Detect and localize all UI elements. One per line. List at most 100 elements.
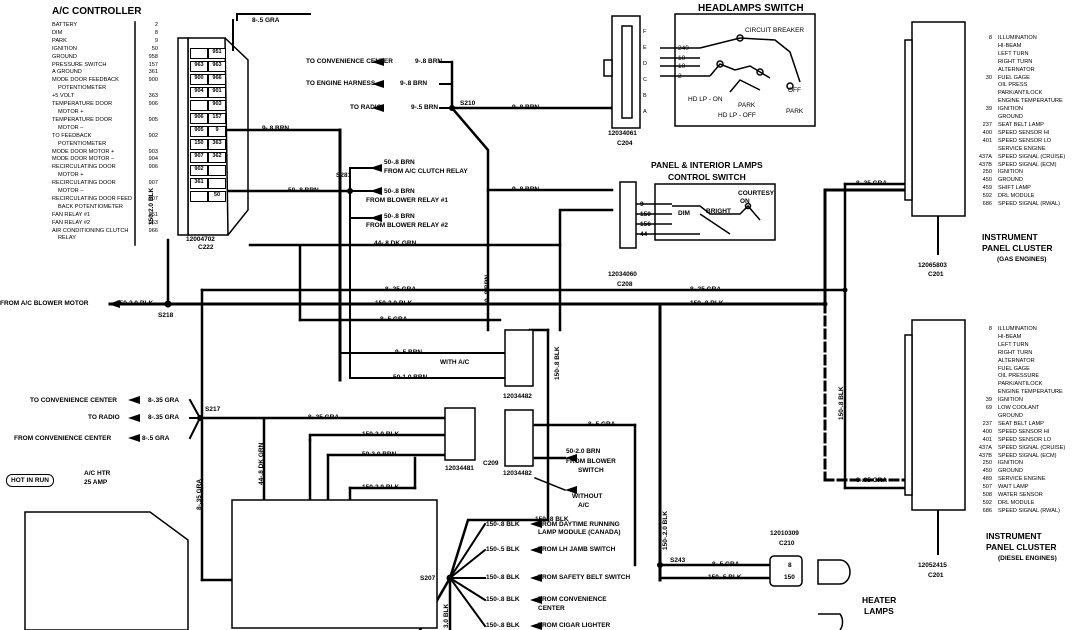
- ac-label: BACK POTENTIOMETER: [58, 203, 123, 210]
- ac-pin: 363: [148, 93, 158, 100]
- ac-pin: [140, 172, 158, 180]
- cluster-gas-num: 459: [982, 185, 992, 192]
- cluster-gas-num: 8: [988, 35, 992, 41]
- wire-label: 50-2.0 BRN: [566, 448, 601, 455]
- ac-label: AIR CONDITIONING CLUTCH: [52, 227, 129, 234]
- cluster-gas-num: 437A: [978, 153, 992, 160]
- headlamp-pos-label: PARK: [786, 108, 804, 115]
- c222-pin: 363: [208, 139, 226, 150]
- cluster-gas-num: 250: [982, 169, 992, 176]
- ac-label: POTENTIOMETER: [58, 85, 107, 92]
- wire-label: FROM SAFETY BELT SWITCH: [538, 574, 631, 581]
- ac-label: MOTOR +: [58, 108, 84, 115]
- wire-label: 150-2.0 BLK: [148, 187, 155, 225]
- panel-lamps-title2: CONTROL SWITCH: [668, 172, 746, 182]
- cluster-diesel-num: 400: [982, 428, 992, 435]
- ac-pin: 958: [148, 53, 158, 60]
- courtesy-label: COURTESY: [738, 190, 775, 197]
- cluster-diesel-num: 489: [982, 476, 992, 483]
- cluster-diesel-label: GROUND: [998, 412, 1023, 419]
- wire-label: WITHOUT: [572, 493, 603, 500]
- ac-label: IGNITION: [52, 45, 77, 52]
- cluster-diesel-num: 592: [982, 499, 992, 506]
- wire-label: FROM CONVENIENCE CENTER: [14, 435, 112, 442]
- hot-in-run-label: HOT IN RUN: [6, 474, 54, 487]
- connector-part: 12034482: [503, 470, 532, 477]
- cluster-gas-title: INSTRUMENT: [982, 232, 1038, 242]
- c204-letter: D: [643, 61, 648, 67]
- ac-pin: 906: [148, 164, 158, 171]
- wire-label: 50-2.0 BRN: [362, 451, 397, 458]
- wire-label: 9-.8 BRN: [262, 125, 290, 132]
- ac-label: +5 VOLT: [52, 93, 75, 100]
- wire-label: FROM A/C BLOWER MOTOR: [0, 300, 89, 307]
- c222-pin: [190, 48, 208, 59]
- wire-label: FROM BLOWER RELAY #2: [366, 222, 448, 229]
- wire-label: 8-.5 GRA: [142, 435, 170, 442]
- cluster-gas-num: 400: [982, 129, 992, 136]
- headlamps-switch-title: HEADLAMPS SWITCH: [698, 3, 804, 14]
- ac-label: POTENTIOMETER: [58, 140, 107, 147]
- cluster-diesel-num: [968, 366, 992, 374]
- ac-label: BATTERY: [52, 22, 78, 28]
- heater-pin: 150: [784, 574, 795, 581]
- c204-name: C204: [617, 140, 633, 147]
- cluster-gas-num: [968, 43, 992, 51]
- ac-pin: [140, 141, 158, 149]
- cluster-diesel-label: DRL MODULE: [998, 499, 1035, 506]
- cluster-diesel-label: SPEED SIGNAL (RWAL): [998, 507, 1060, 514]
- wire-label: SWITCH: [578, 467, 604, 474]
- wire-label: 150-2.0 BLK: [375, 300, 413, 307]
- cluster-diesel-label: OIL PRESSURE: [998, 373, 1040, 380]
- dim-label: DIM: [678, 210, 690, 217]
- cluster-gas-name: C201: [928, 271, 944, 278]
- wire-label: 50-.8 BRN: [384, 188, 415, 195]
- wire-label: 9-.8 BRN: [512, 186, 540, 193]
- cluster-gas-num: 237: [982, 121, 992, 128]
- cluster-diesel-label: WAIT LAMP: [998, 484, 1029, 491]
- cluster-gas-label: PARK/ANTILOCK: [998, 90, 1043, 97]
- wire-label: 150-.8 BLK: [838, 386, 845, 420]
- ac-label: TEMPERATURE DOOR: [52, 101, 113, 108]
- cluster-diesel-label: LOW COOLANT: [998, 405, 1040, 412]
- wire-label: 150-.8 BLK: [486, 596, 520, 603]
- c222-pin: 902: [190, 165, 208, 176]
- cluster-diesel-label: FUEL GAGE: [998, 365, 1030, 372]
- cluster-diesel-num: 8: [988, 326, 992, 332]
- c222-pin: 362: [208, 152, 226, 163]
- cluster-gas-label: SPEED SIGNAL (RWAL): [998, 201, 1060, 208]
- cluster-diesel-label: SPEED SENSOR LO: [998, 436, 1052, 443]
- ac-label: GROUND: [52, 53, 77, 60]
- cluster-gas-label: SERVICE ENGINE: [998, 145, 1046, 152]
- cluster-gas-num: 30: [985, 74, 992, 81]
- wire-label: 50-.8 BRN: [288, 187, 319, 194]
- panel-pin: 9: [640, 201, 644, 208]
- cluster-gas-label: ILLUMINATION: [998, 35, 1037, 41]
- wire-label: LAMP MODULE (CANADA): [538, 529, 621, 536]
- wire-label: 50-.8 BRN: [384, 159, 415, 166]
- cluster-gas-label: SPEED SENSOR HI: [998, 129, 1050, 136]
- ac-pin: 906: [148, 101, 158, 108]
- wire-label: FROM BLOWER: [566, 458, 616, 465]
- c222-pin-column: 951 963 963 900 966 904 901 903 906 157 …: [190, 47, 226, 203]
- cluster-diesel-label: SEAT BELT LAMP: [998, 420, 1044, 427]
- headlamp-pos-label: OFF: [788, 87, 801, 94]
- c222-pin: [208, 178, 226, 189]
- cluster-diesel-num: 686: [982, 507, 992, 514]
- c204-letter: C: [643, 77, 648, 83]
- splice-label: S207: [420, 575, 436, 582]
- cluster-gas-num: 450: [982, 177, 992, 184]
- heater-lamps-title2: LAMPS: [864, 606, 894, 616]
- headlamp-pin: 10: [678, 63, 686, 70]
- c222-pin: [190, 191, 208, 202]
- ac-controller-labels: BATTERY DIM PARK IGNITION GROUND PRESSUR…: [52, 22, 132, 243]
- ac-pin: 157: [148, 61, 158, 68]
- cluster-diesel-label: IGNITION: [998, 397, 1023, 404]
- ac-label: TEMPERATURE DOOR: [52, 116, 113, 123]
- headlamp-pin: 240: [678, 45, 689, 52]
- cluster-diesel-label: ILLUMINATION: [998, 326, 1037, 332]
- cluster-diesel-label: RIGHT TURN: [998, 349, 1033, 356]
- wire-label: 150-.5 BLK: [708, 574, 742, 581]
- splice-label: S217: [205, 406, 221, 413]
- c222-part-number: 12004702: [186, 236, 215, 243]
